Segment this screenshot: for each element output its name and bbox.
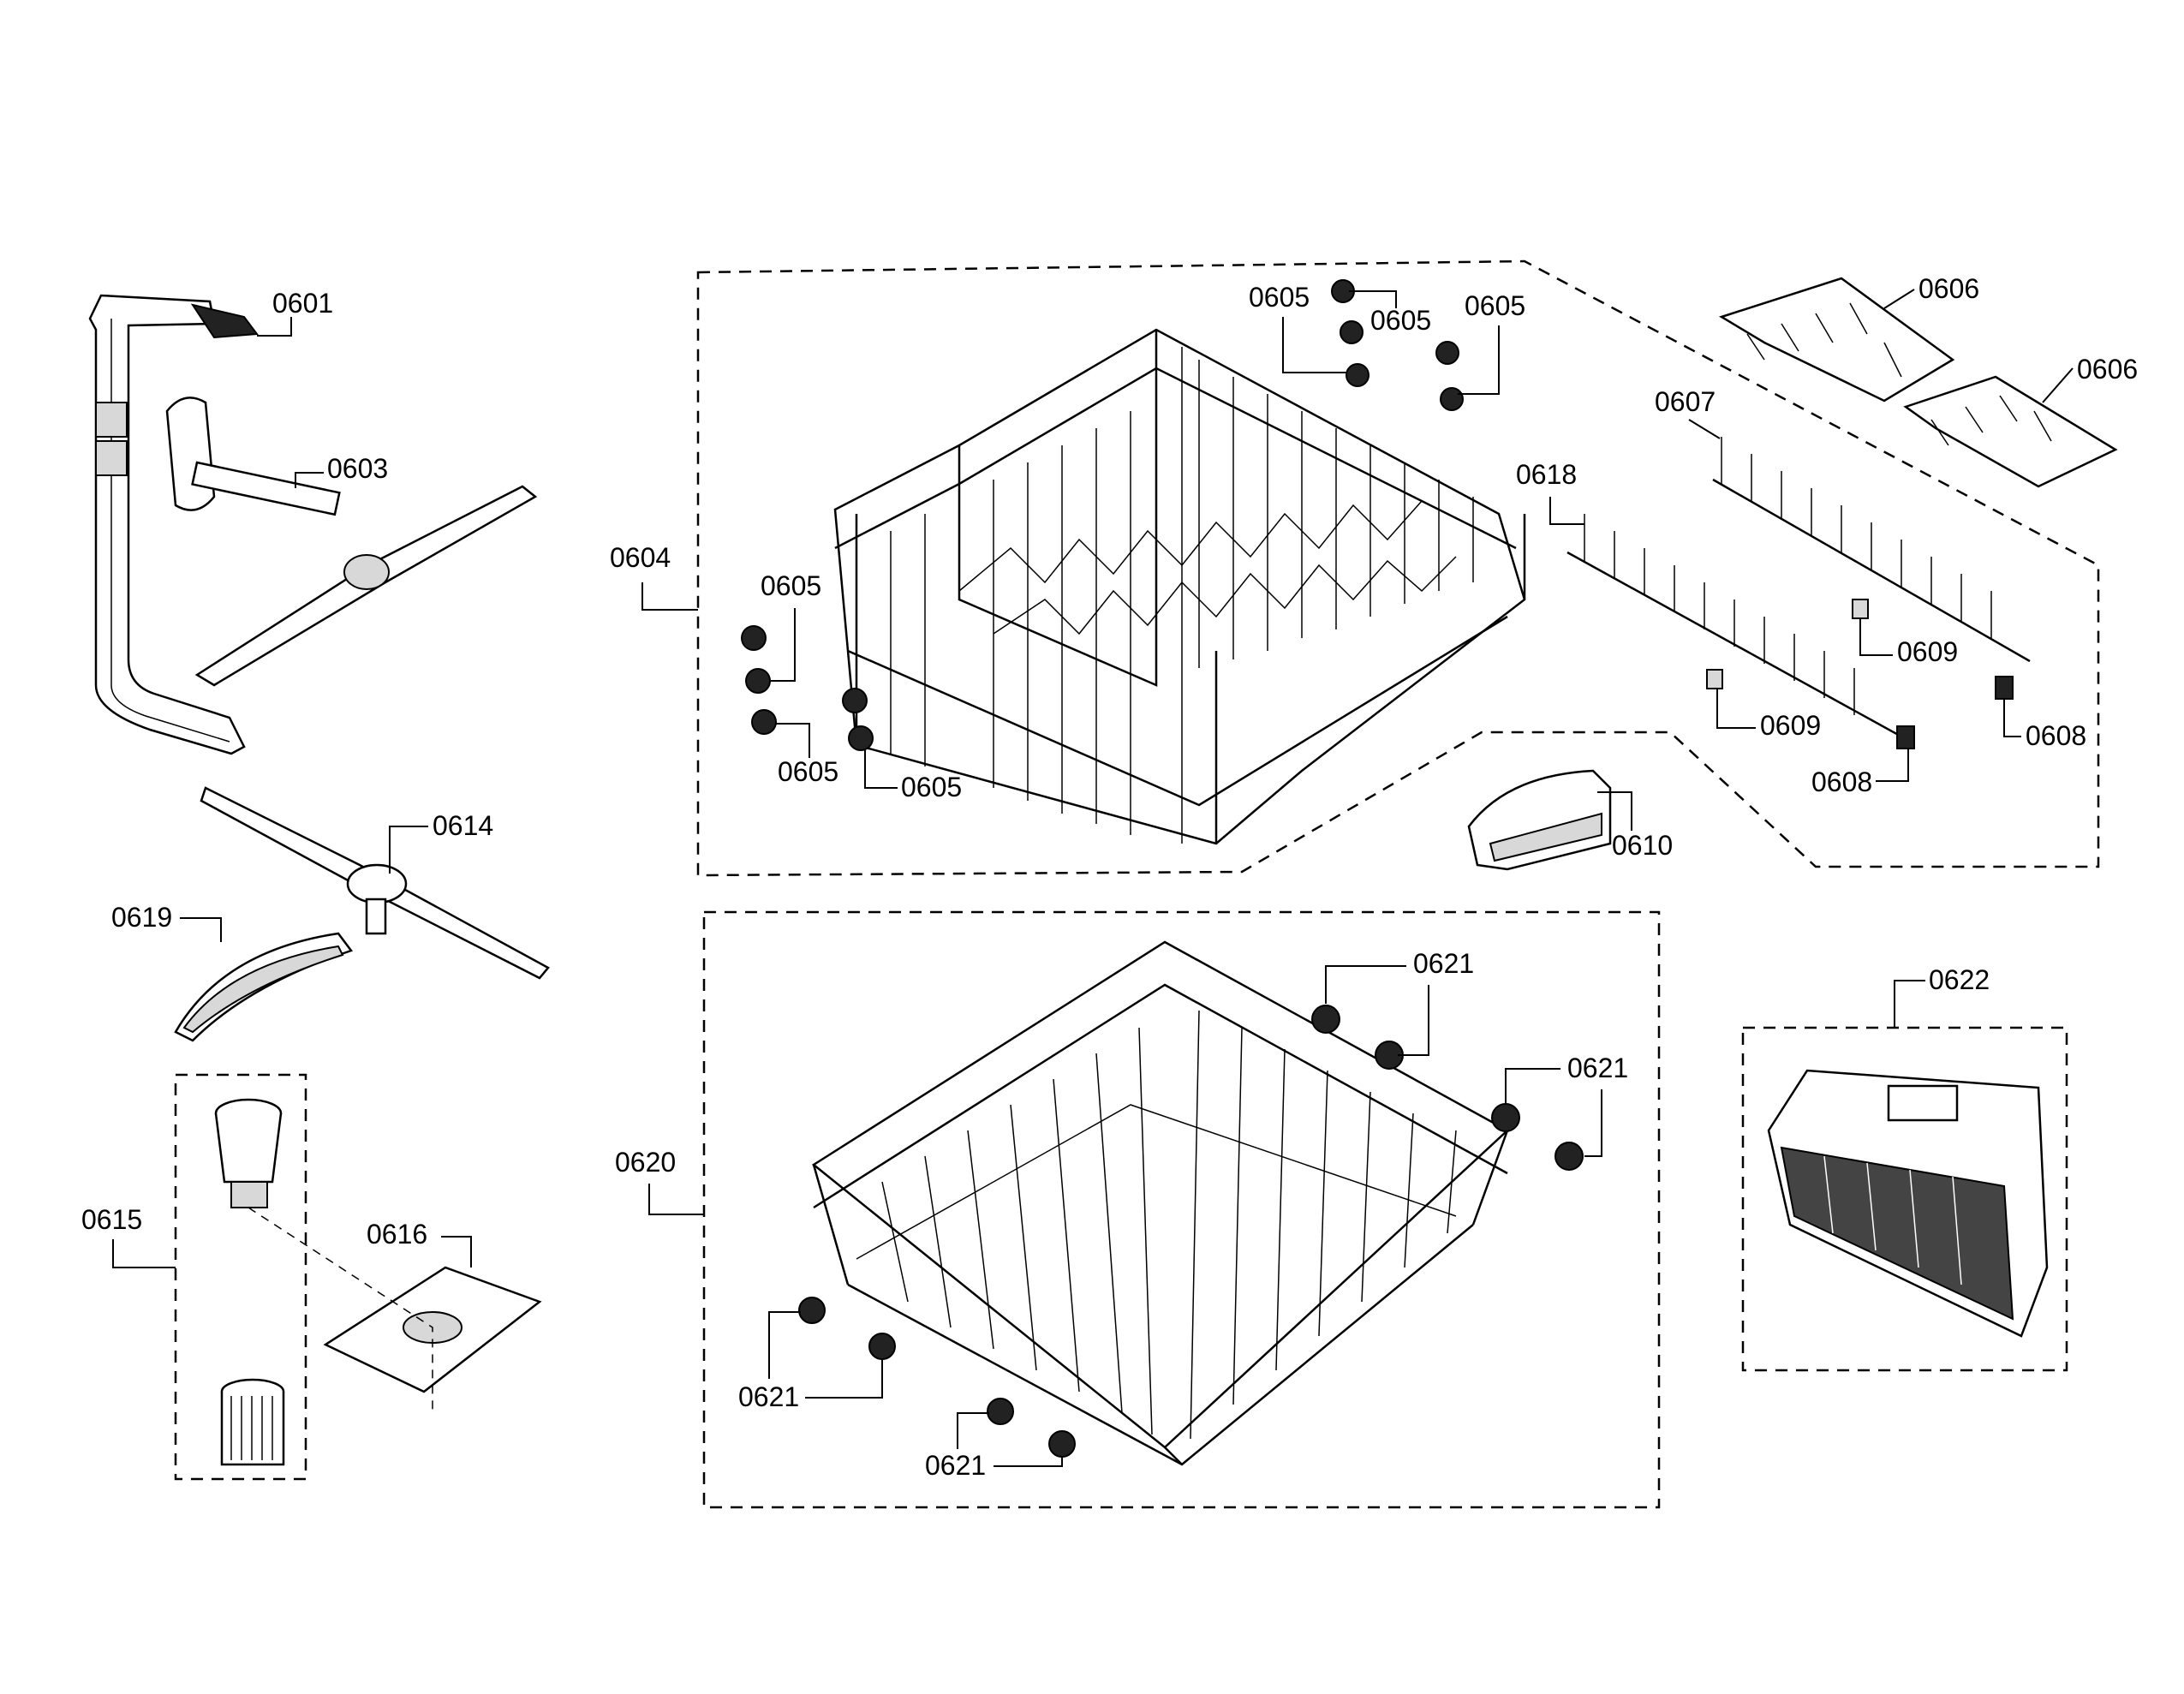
label-0601: 0601 <box>272 288 333 319</box>
label-0622: 0622 <box>1929 964 1990 995</box>
bracket-0608-b <box>1896 725 1915 749</box>
label-0603: 0603 <box>327 453 388 484</box>
silverware-basket-0622 <box>1767 1069 2049 1338</box>
label-0608-b: 0608 <box>1811 766 1872 797</box>
label-0608-a: 0608 <box>2026 720 2086 751</box>
filter-cover-0619 <box>174 932 354 1042</box>
folding-tines-0618 <box>1566 514 1902 738</box>
lower-spray-arm-0614 <box>200 786 550 980</box>
label-0605-d: 0605 <box>761 570 821 601</box>
rack-wheels-0621 <box>798 1005 1584 1458</box>
cup-shelf-0606-b <box>1903 375 2118 488</box>
folding-tines-0607 <box>1712 437 2031 663</box>
upper-spray-arm-0603 <box>165 397 538 687</box>
label-0618: 0618 <box>1516 459 1577 490</box>
label-0605-e: 0605 <box>778 756 838 787</box>
label-0606-b: 0606 <box>2077 354 2138 385</box>
label-0606-a: 0606 <box>1918 273 1979 304</box>
label-0615: 0615 <box>81 1204 142 1235</box>
clip-0609-b <box>1852 599 1869 619</box>
label-0614: 0614 <box>433 810 493 841</box>
label-0619: 0619 <box>111 902 172 933</box>
group-box-0620 <box>702 910 1661 1509</box>
rack-rollers-0605-left <box>741 625 874 751</box>
label-0621-b: 0621 <box>1567 1053 1628 1083</box>
label-0605-b: 0605 <box>1370 305 1431 336</box>
group-box-0615 <box>174 1073 307 1481</box>
label-0616: 0616 <box>367 1219 427 1250</box>
label-0605-f: 0605 <box>901 772 962 802</box>
label-0621-d: 0621 <box>925 1450 986 1481</box>
upper-rack-0604 <box>833 328 1526 845</box>
label-0609-b: 0609 <box>1897 636 1958 667</box>
label-0609-a: 0609 <box>1760 710 1821 741</box>
label-0605-a: 0605 <box>1249 282 1310 313</box>
rack-rollers-0605-top <box>1331 279 1464 411</box>
group-box-0604 <box>696 259 2100 877</box>
lower-rack-0620 <box>811 940 1510 1466</box>
label-0621-c: 0621 <box>738 1381 799 1412</box>
bracket-0608-a <box>1995 676 2014 700</box>
label-0610: 0610 <box>1612 830 1673 861</box>
cup-shelf-0606-a <box>1718 277 1955 403</box>
fine-filter-0615 <box>214 1098 285 1466</box>
label-0620: 0620 <box>615 1147 676 1178</box>
label-0621-a: 0621 <box>1413 948 1474 979</box>
clip-0609-a <box>1706 669 1723 689</box>
group-box-0622 <box>1741 1026 2068 1372</box>
label-0607: 0607 <box>1655 386 1716 417</box>
supply-pipe-0601 <box>88 294 259 755</box>
rack-handle-0610 <box>1467 769 1612 871</box>
label-0605-c: 0605 <box>1465 290 1525 321</box>
label-0604: 0604 <box>610 542 671 573</box>
